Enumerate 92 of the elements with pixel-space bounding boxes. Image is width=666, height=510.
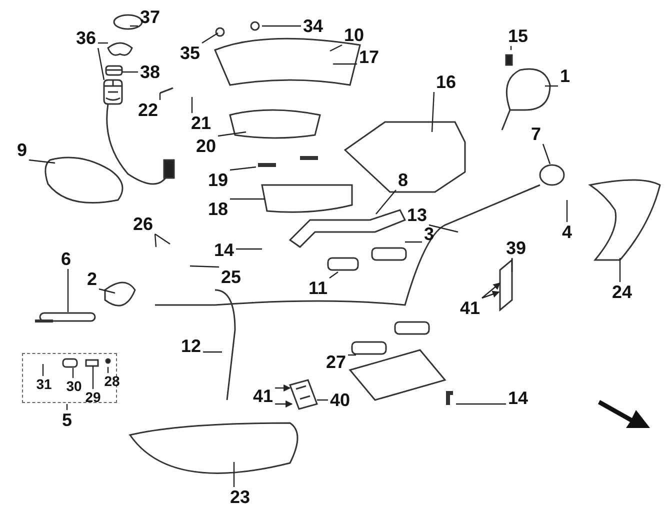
- callout-number: 21: [190, 114, 212, 132]
- callout-number: 12: [180, 337, 202, 355]
- callout-number: 34: [302, 17, 324, 35]
- leader-line: [42, 364, 44, 376]
- callout-number: 35: [180, 44, 200, 62]
- ignition-switch-drawing: [103, 79, 123, 105]
- callout-number: 36: [76, 29, 96, 47]
- leader-line: [230, 198, 265, 200]
- leader-line: [456, 403, 506, 405]
- leader-line: [542, 144, 551, 164]
- leader-line: [262, 25, 301, 27]
- leader-line: [233, 462, 235, 487]
- leader-line: [218, 131, 246, 137]
- callout-number: 4: [562, 223, 572, 241]
- callout-number: 29: [85, 390, 101, 404]
- callout-number: 22: [138, 101, 158, 119]
- leader-line: [28, 159, 56, 164]
- callout-number: 8: [398, 171, 408, 189]
- callout-number: 41: [252, 387, 274, 405]
- callout-number: 11: [308, 279, 328, 297]
- callout-number: 15: [508, 27, 528, 45]
- callout-number: 25: [220, 268, 242, 286]
- leader-line: [154, 234, 157, 248]
- leader-line: [107, 367, 109, 373]
- callout-number: 5: [62, 411, 72, 429]
- leader-line: [98, 42, 108, 44]
- callout-number: 31: [36, 377, 52, 391]
- leader-line: [348, 354, 356, 356]
- leader-line: [159, 93, 161, 100]
- callout-number: 6: [61, 250, 71, 268]
- callout-number: 28: [104, 374, 120, 388]
- callout-number: 41: [460, 299, 480, 317]
- leader-line: [510, 46, 512, 50]
- leader-line: [191, 97, 193, 113]
- callout-number: 13: [406, 206, 428, 224]
- leader-line: [154, 234, 170, 244]
- leader-line: [203, 351, 222, 353]
- leader-line: [482, 290, 500, 299]
- leader-line: [130, 25, 138, 27]
- callout-number: 2: [87, 270, 97, 288]
- leader-line: [98, 288, 116, 294]
- callout-number: 16: [436, 73, 456, 91]
- leader-line: [405, 241, 422, 243]
- leader-line: [428, 224, 458, 233]
- callout-number: 30: [66, 379, 82, 393]
- leader-line: [97, 48, 105, 80]
- leader-line: [230, 166, 256, 171]
- leader-line: [66, 404, 68, 410]
- leader-line: [566, 200, 568, 222]
- callout-number: 9: [17, 141, 27, 159]
- leader-line: [482, 282, 501, 298]
- leader-line: [122, 71, 138, 73]
- leader-line: [333, 63, 357, 65]
- leader-line: [275, 384, 291, 392]
- ring-drawing: [105, 65, 123, 76]
- callout-number: 23: [230, 488, 250, 506]
- callout-number: 1: [560, 67, 570, 85]
- leader-line: [72, 368, 74, 378]
- leader-line: [330, 44, 342, 52]
- lock-drawing: [107, 42, 133, 56]
- callout-number: 7: [531, 125, 541, 143]
- leader-line: [67, 269, 69, 312]
- callout-number: 24: [612, 283, 632, 301]
- pin-drawing: [160, 87, 174, 94]
- callout-number: 14: [508, 389, 528, 407]
- bracket-drawing: [289, 379, 318, 410]
- callout-number: 18: [208, 200, 228, 218]
- leader-line: [619, 258, 621, 282]
- callout-number: 38: [140, 63, 160, 81]
- callout-number: 27: [326, 353, 346, 371]
- leader-line: [317, 399, 328, 401]
- leader-line: [431, 92, 435, 132]
- callout-number: 39: [506, 239, 526, 257]
- leader-line: [275, 400, 293, 408]
- callout-number: 3: [424, 225, 434, 243]
- callout-number: 37: [140, 8, 160, 26]
- callout-number: 19: [208, 171, 228, 189]
- leader-line: [545, 85, 558, 87]
- spacer-drawing: [85, 359, 99, 367]
- callout-number: 14: [214, 241, 234, 259]
- callout-number: 26: [132, 215, 154, 233]
- leader-line: [236, 248, 262, 250]
- callout-number: 40: [330, 391, 350, 409]
- leader-line: [190, 265, 219, 268]
- leader-line: [202, 32, 218, 44]
- callout-number: 10: [344, 26, 364, 44]
- callout-number: 20: [196, 137, 216, 155]
- leader-line: [376, 190, 396, 214]
- leader-line: [92, 366, 94, 389]
- leader-line: [329, 272, 338, 278]
- leader-line: [511, 258, 513, 272]
- callout-number: 17: [358, 48, 380, 66]
